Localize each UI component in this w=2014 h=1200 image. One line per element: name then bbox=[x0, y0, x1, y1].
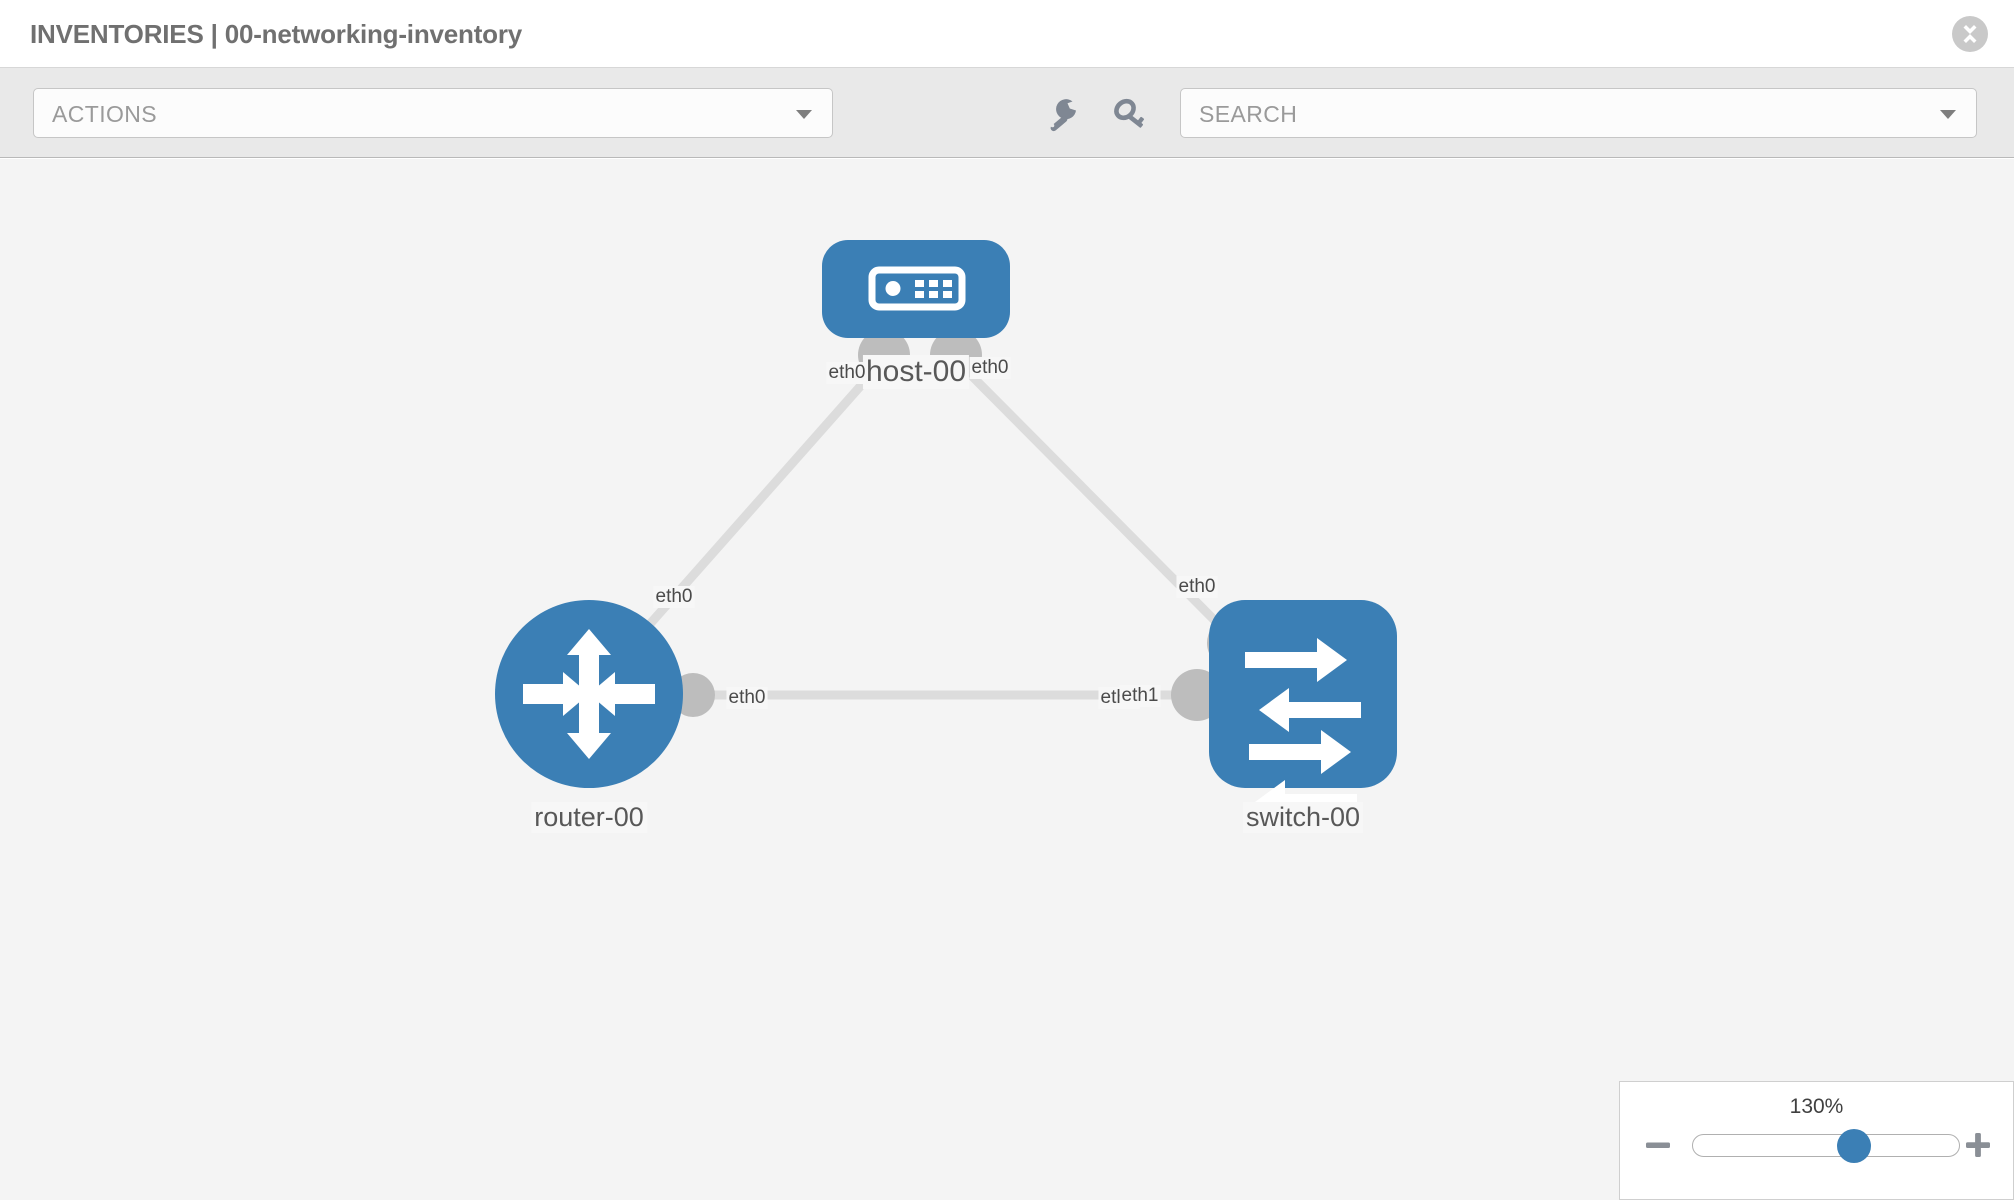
zoom-control-panel: 130% bbox=[1619, 1081, 2014, 1200]
iface-label-switch00-to-router00: eth1 bbox=[1119, 685, 1161, 707]
link-host00-router00[interactable] bbox=[615, 361, 884, 662]
search-placeholder: SEARCH bbox=[1199, 101, 1298, 127]
title-bar: INVENTORIES | 00-networking-inventory bbox=[0, 0, 2014, 68]
key-icon[interactable] bbox=[1110, 94, 1150, 134]
search-chevron-down-icon[interactable] bbox=[1940, 110, 1956, 119]
node-label-switch-00: switch-00 bbox=[1242, 802, 1364, 833]
node-host-00[interactable] bbox=[822, 240, 1010, 338]
actions-dropdown-label: ACTIONS bbox=[52, 101, 158, 127]
zoom-slider-thumb[interactable] bbox=[1836, 1129, 1871, 1163]
topology-canvas[interactable]: host-00 router-00 switch-00 eth0 eth0 et… bbox=[0, 159, 2014, 1200]
search-input[interactable]: SEARCH bbox=[1180, 88, 1977, 138]
link-host00-switch00[interactable] bbox=[956, 360, 1252, 658]
node-switch-00[interactable] bbox=[1209, 600, 1397, 824]
close-icon[interactable] bbox=[1952, 16, 1988, 52]
actions-dropdown[interactable]: ACTIONS bbox=[33, 88, 833, 138]
node-router-00[interactable] bbox=[495, 600, 683, 788]
minus-icon[interactable] bbox=[1643, 1130, 1673, 1160]
iface-label-router00-to-host00: eth0 bbox=[653, 586, 695, 608]
toolbar: ACTIONS SEARCH bbox=[0, 68, 2014, 158]
router-arrows-icon bbox=[523, 629, 655, 759]
topology-graph bbox=[495, 240, 1397, 824]
server-icon bbox=[868, 266, 966, 311]
iface-label-host00-to-router00: eth0 bbox=[826, 362, 868, 384]
iface-label-router00-to-switch00: eth0 bbox=[726, 687, 768, 709]
zoom-level-value: 130% bbox=[1789, 1095, 1844, 1118]
page-title: INVENTORIES | 00-networking-inventory bbox=[30, 19, 523, 49]
zoom-slider[interactable] bbox=[1692, 1129, 1960, 1163]
chevron-down-icon bbox=[796, 110, 812, 119]
iface-label-switch00-to-host00: eth0 bbox=[1176, 576, 1218, 598]
wrench-icon[interactable] bbox=[1043, 94, 1083, 134]
graph-links bbox=[615, 360, 1252, 700]
iface-label-host00-to-switch00: eth0 bbox=[969, 357, 1011, 379]
plus-icon[interactable] bbox=[1963, 1130, 1993, 1160]
node-label-host-00: host-00 bbox=[862, 355, 970, 389]
node-label-router-00: router-00 bbox=[531, 802, 647, 833]
